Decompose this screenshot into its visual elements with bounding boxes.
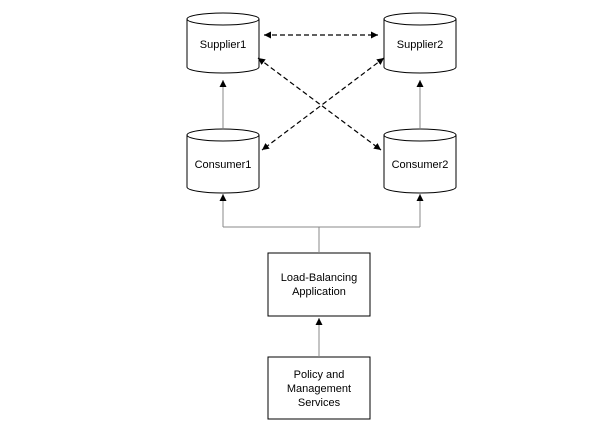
load-balancing-box: Load-Balancing Application — [267, 252, 371, 317]
consumer2-database: Consumer2 — [383, 128, 457, 194]
supplier1-consumer2-replication-arrow — [257, 57, 382, 151]
policy-label-line2: Management — [287, 383, 351, 395]
policy-label-line1: Policy and — [294, 369, 345, 381]
supplier2-consumer1-replication-arrow — [261, 57, 385, 151]
load-balancing-label-line2: Application — [292, 286, 346, 298]
load-balancing-label-line1: Load-Balancing — [281, 272, 357, 284]
consumer1-label: Consumer1 — [195, 159, 252, 171]
supplier1-database: Supplier1 — [186, 12, 260, 74]
supplier1-label: Supplier1 — [200, 39, 246, 51]
load-balancer-distribution-arrows — [219, 194, 424, 253]
consumer1-database: Consumer1 — [186, 128, 260, 194]
policy-label-line3: Services — [298, 397, 341, 409]
policy-box: Policy and Management Services — [267, 356, 371, 420]
supplier2-label: Supplier2 — [397, 39, 443, 51]
consumer2-label: Consumer2 — [392, 159, 449, 171]
supplier2-database: Supplier2 — [383, 12, 457, 74]
